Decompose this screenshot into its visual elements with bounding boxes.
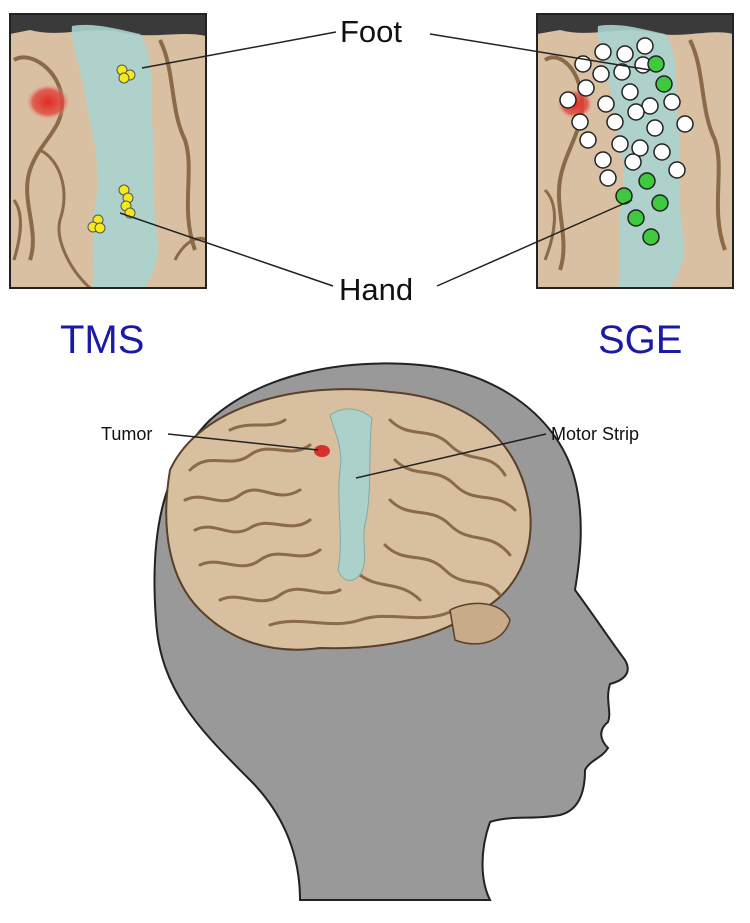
leader-lines-top [119,31,651,287]
brain-tumor [314,445,330,457]
brain-illustration [165,388,532,651]
hand-label: Hand [339,272,414,307]
tumor-label: Tumor [101,424,153,444]
sge-negative-electrodes [559,37,694,187]
tms-hand-markers [87,184,136,234]
motor-strip-label: Motor Strip [551,424,640,444]
tms-foot-markers [116,64,136,84]
tms-panel [9,13,207,289]
sge-title: SGE [598,318,683,362]
foot-label: Foot [340,14,403,49]
sge-positive-electrodes [615,55,673,246]
tms-title: TMS [60,318,145,362]
sge-panel [536,13,734,289]
tms-tumor [26,84,70,120]
leader-lines-brain [167,433,547,479]
